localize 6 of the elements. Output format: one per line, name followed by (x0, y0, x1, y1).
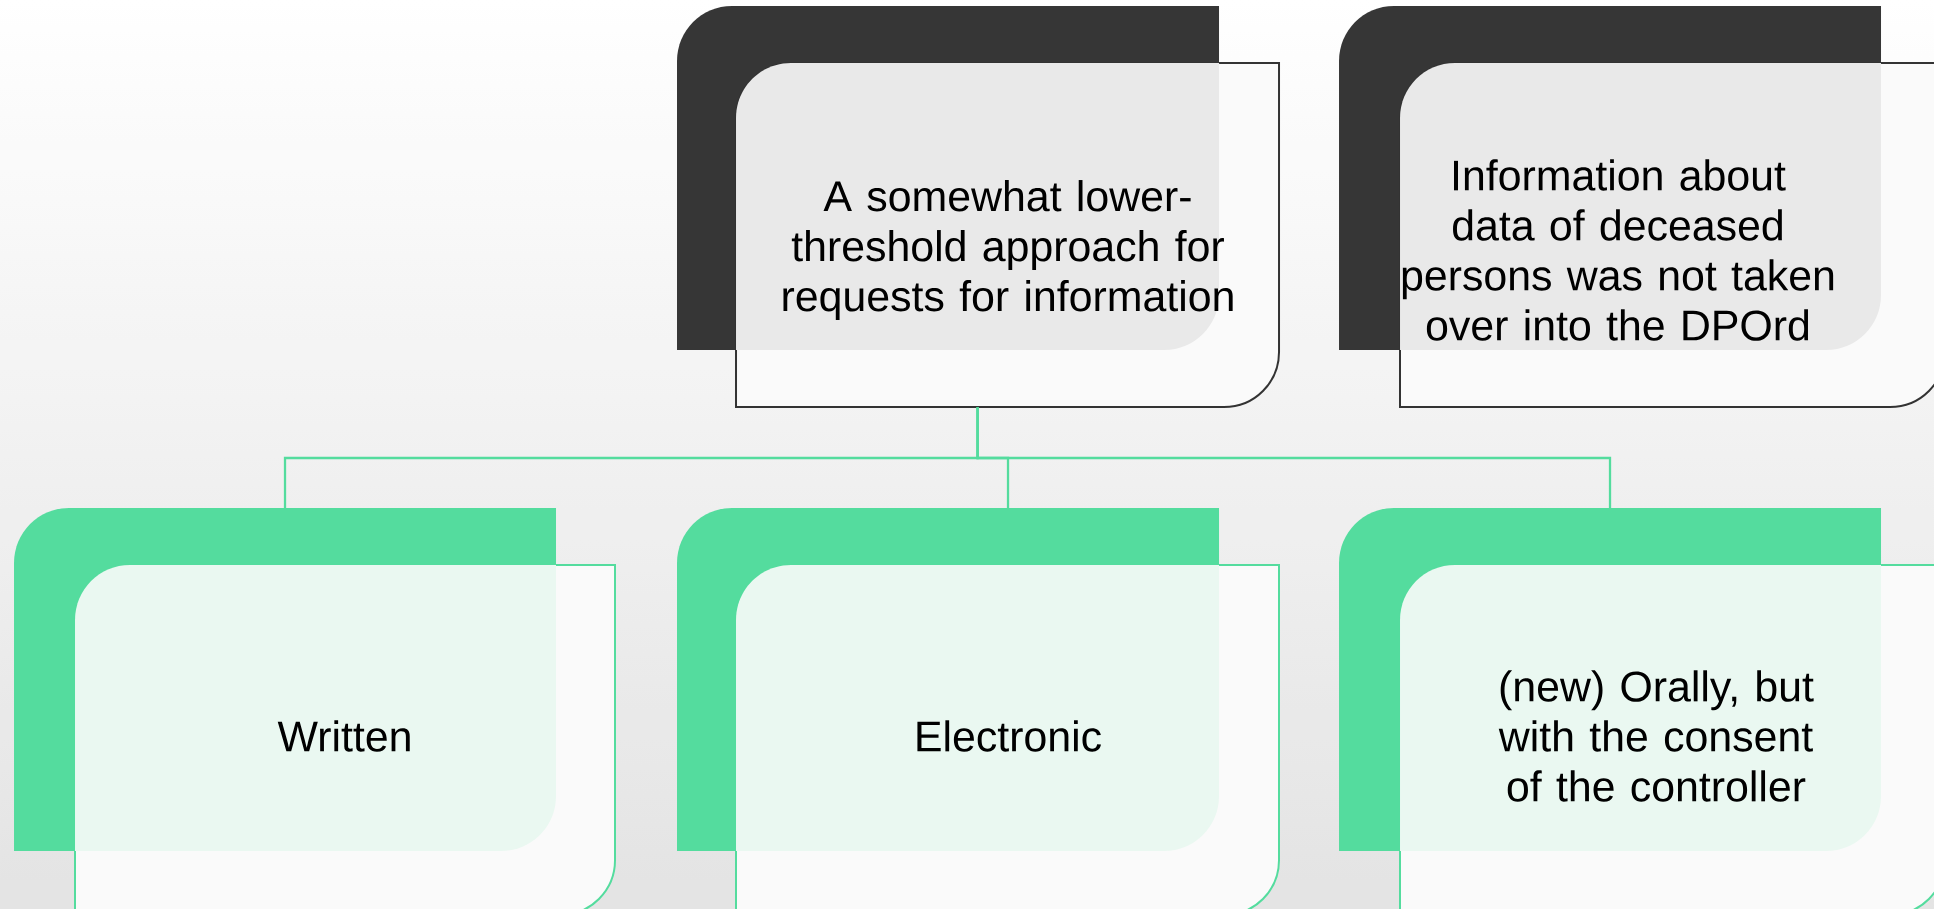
card: Electronic (677, 508, 1280, 909)
card: Written (14, 508, 616, 909)
card: (new) Orally, but with the consent of the controller (1339, 508, 1934, 909)
connector-line (976, 407, 1612, 508)
card: A somewhat lower-threshold approach for requests for information (677, 6, 1280, 408)
card: Information about data of deceased persons was not taken over into the DPOrd (1339, 6, 1934, 408)
